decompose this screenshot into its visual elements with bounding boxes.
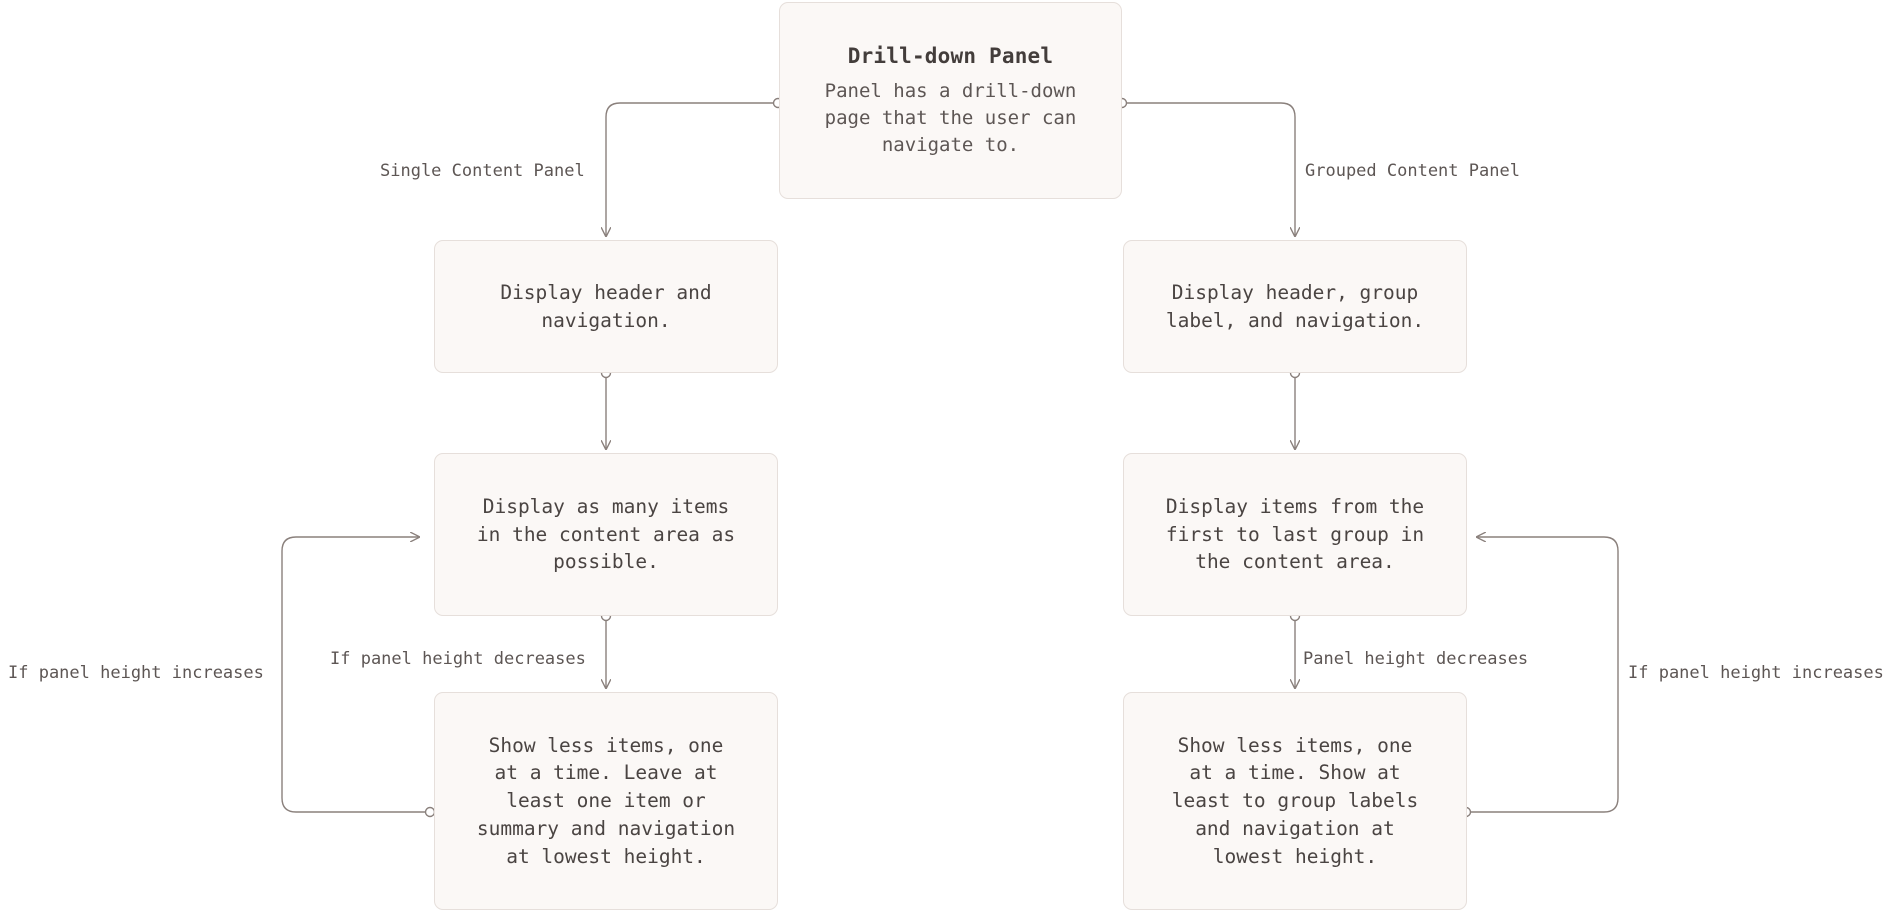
node-body: Show less items, one at a time. Leave at… bbox=[476, 733, 736, 868]
node-display-as-many-items[interactable]: Display as many items in the content are… bbox=[434, 453, 778, 616]
edge-right3-to-right2-loop bbox=[1466, 537, 1619, 813]
node-body: Show less items, one at a time. Show at … bbox=[1171, 733, 1419, 868]
node-body: Display as many items in the content are… bbox=[476, 494, 736, 574]
node-drill-down-panel[interactable]: Drill-down Panel Panel has a drill-down … bbox=[779, 2, 1122, 199]
node-display-header-group-label-navigation[interactable]: Display header, group label, and navigat… bbox=[1123, 240, 1467, 373]
node-display-items-first-to-last-group[interactable]: Display items from the first to last gro… bbox=[1123, 453, 1467, 616]
node-body: Display header, group label, and navigat… bbox=[1165, 280, 1425, 332]
edge-root-to-left1 bbox=[606, 102, 778, 236]
edge-label-left-panel-height-decreases: If panel height decreases bbox=[330, 649, 586, 669]
edge-left3-to-left2-loop bbox=[281, 537, 430, 813]
edge-root-to-right1 bbox=[1122, 102, 1295, 236]
node-description: Panel has a drill-down page that the use… bbox=[824, 80, 1077, 157]
edge-label-left-panel-height-increases: If panel height increases bbox=[8, 663, 264, 683]
node-display-header-and-navigation[interactable]: Display header and navigation. bbox=[434, 240, 778, 373]
node-show-less-items-single[interactable]: Show less items, one at a time. Leave at… bbox=[434, 692, 778, 910]
edge-label-right-panel-height-increases: If panel height increases bbox=[1628, 663, 1884, 683]
node-show-less-items-grouped[interactable]: Show less items, one at a time. Show at … bbox=[1123, 692, 1467, 910]
edge-label-right-panel-height-decreases: Panel height decreases bbox=[1303, 649, 1529, 669]
edge-label-grouped-content-panel: Grouped Content Panel bbox=[1305, 161, 1520, 181]
node-body: Display items from the first to last gro… bbox=[1165, 494, 1425, 574]
node-body: Display header and navigation. bbox=[500, 280, 712, 332]
node-title: Drill-down Panel bbox=[847, 43, 1054, 68]
edge-label-single-content-panel: Single Content Panel bbox=[380, 161, 585, 181]
